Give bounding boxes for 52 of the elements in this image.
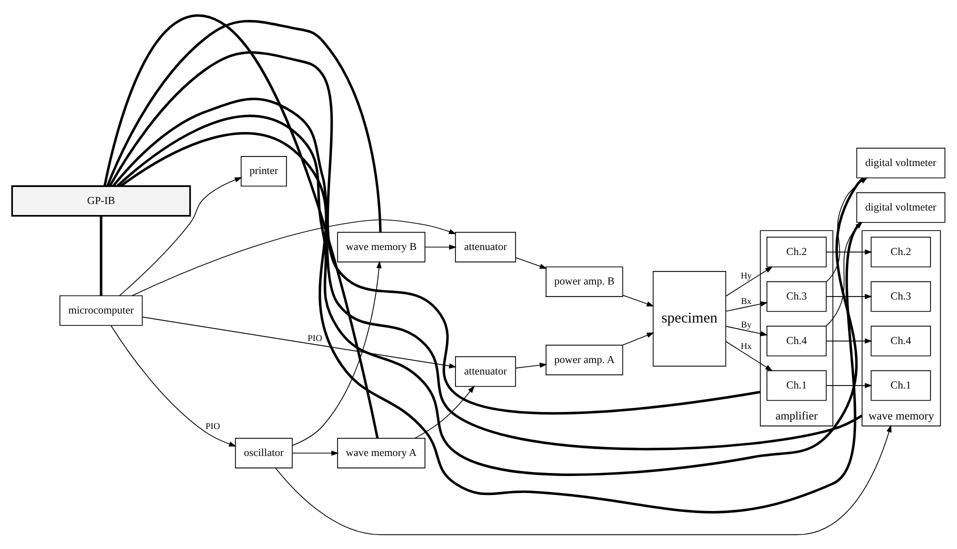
arrow <box>292 260 382 446</box>
node-box: digital voltmeter <box>856 192 946 222</box>
arrow <box>515 362 548 368</box>
arrow <box>826 293 872 299</box>
connector <box>108 50 761 414</box>
node-box: printer <box>240 156 287 186</box>
arrow <box>725 266 773 296</box>
node-box: Ch.4 <box>766 325 827 356</box>
arrow <box>292 450 339 456</box>
node-box: digital voltmeter <box>856 147 946 178</box>
node-box: Ch.3 <box>766 280 827 312</box>
node-box: oscillator <box>235 437 293 468</box>
arrow <box>142 316 457 368</box>
node-box: Ch.3 <box>870 280 931 312</box>
edge-label: Hy <box>740 270 752 280</box>
edge-label: PIO <box>308 332 322 342</box>
connector <box>106 19 382 232</box>
arrow <box>726 325 768 336</box>
node-box: Ch.2 <box>766 236 827 267</box>
connector <box>103 14 379 438</box>
arrow <box>826 338 872 344</box>
node-box: power amp. B <box>546 266 624 296</box>
connector <box>100 216 102 296</box>
arrow <box>622 332 654 346</box>
arrow <box>132 218 456 296</box>
node-box: Ch.2 <box>870 236 931 267</box>
node-box: wave memory A <box>337 437 426 468</box>
arrow <box>110 324 236 446</box>
edge-label: Hx <box>740 340 752 351</box>
arrow <box>826 248 872 254</box>
node-box: GP-IB <box>11 184 191 216</box>
arrow <box>275 424 892 535</box>
edge-label: Bx <box>741 295 752 306</box>
arrow <box>726 300 768 312</box>
node-box: wave memory B <box>337 231 426 262</box>
arrow <box>622 294 654 306</box>
node-box: microcomputer <box>59 294 143 326</box>
arrow <box>424 244 457 250</box>
node-box: attenuator <box>455 231 516 262</box>
node-box: Ch.4 <box>870 325 931 356</box>
arrow <box>725 340 773 371</box>
node-box: attenuator <box>455 356 516 386</box>
arrow <box>515 256 548 268</box>
node-box: Ch.1 <box>870 370 931 400</box>
edge-label: PIO <box>205 420 220 431</box>
arrow <box>119 176 242 296</box>
arrow <box>414 385 475 438</box>
node-box: power amp. A <box>546 344 624 375</box>
node-box: Ch.1 <box>766 370 827 400</box>
arrow <box>826 382 872 388</box>
edge-label: By <box>741 319 752 330</box>
node-box: specimen <box>652 270 726 366</box>
